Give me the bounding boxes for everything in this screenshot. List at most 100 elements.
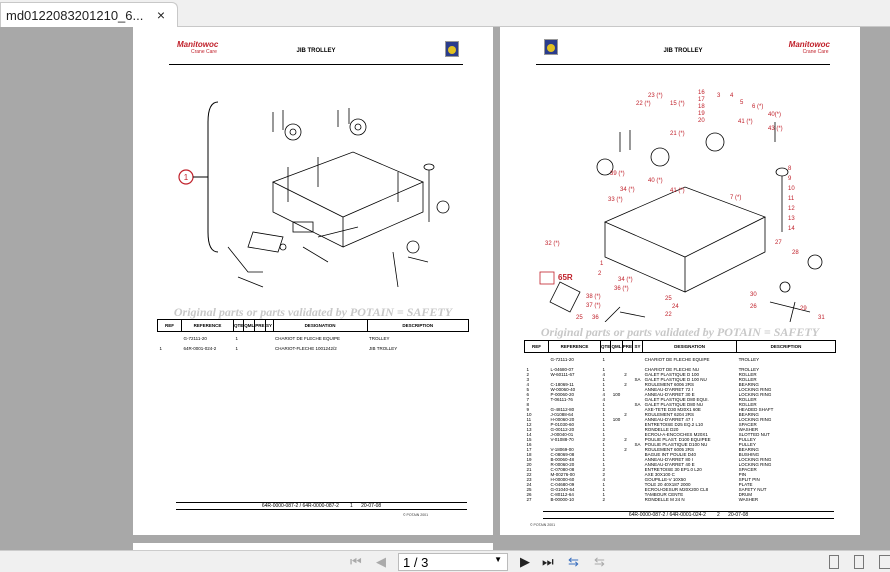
page-footer: 64R-0000-087-2 / 64R-0000-087-2 1 20-07-… bbox=[176, 502, 467, 510]
single-page-view-icon[interactable] bbox=[829, 555, 839, 569]
table-cell: 2 bbox=[602, 436, 606, 442]
go-back-view-icon[interactable]: ⇆ bbox=[568, 554, 579, 569]
table-cell: 1 bbox=[235, 345, 239, 351]
svg-text:10: 10 bbox=[788, 186, 795, 192]
svg-text:38 (*): 38 (*) bbox=[586, 294, 601, 300]
table-cell bbox=[244, 332, 255, 346]
table-cell: JIB TROLLEY bbox=[369, 345, 398, 351]
table-cell: 11 bbox=[526, 416, 532, 422]
table-cell: 21 bbox=[526, 466, 532, 472]
table-cell: GALET PLASTIQUE D 100 NU bbox=[644, 376, 707, 382]
table-cell bbox=[255, 332, 265, 346]
page-number-input[interactable]: 1 / 3▼ bbox=[398, 553, 508, 571]
table-cell: 1 bbox=[602, 376, 606, 382]
table-cell: ANNEAU-D'ARRET 72 I bbox=[644, 386, 693, 392]
table-cell: HEADED SHAFT bbox=[738, 406, 774, 412]
potain-badge-icon bbox=[445, 41, 459, 57]
two-page-view-icon[interactable] bbox=[879, 555, 890, 569]
close-tab-icon[interactable]: × bbox=[156, 7, 165, 23]
svg-text:2: 2 bbox=[598, 271, 602, 277]
table-cell: SLOTTED NUT bbox=[738, 431, 770, 437]
table-cell: B-00060-48 bbox=[550, 456, 575, 462]
table-cell: WASHER bbox=[738, 496, 759, 502]
table-cell: 1 bbox=[602, 486, 606, 492]
continuous-view-icon[interactable] bbox=[854, 555, 864, 569]
svg-text:40(*): 40(*) bbox=[768, 112, 781, 118]
table-cell: LOCKING RING bbox=[738, 386, 772, 392]
svg-text:43 (*): 43 (*) bbox=[768, 126, 783, 132]
last-page-icon[interactable]: ⏭ bbox=[542, 554, 554, 569]
table-cell: 1 bbox=[602, 491, 606, 497]
table-cell: J-00040-01 bbox=[550, 431, 574, 437]
table-cell: C-07080-08 bbox=[550, 466, 575, 472]
svg-text:7 (*): 7 (*) bbox=[730, 195, 741, 201]
table-cell: 2 bbox=[624, 436, 627, 442]
svg-text:14: 14 bbox=[788, 226, 795, 232]
document-tab[interactable]: md0122083201210_6...× bbox=[0, 2, 178, 28]
table-cell: 2 bbox=[602, 496, 606, 502]
label-65r: 65R bbox=[558, 273, 573, 282]
table-cell: SPLIT PIN bbox=[738, 476, 760, 482]
table-cell: LOCKING RING bbox=[738, 461, 772, 467]
table-cell: 1 bbox=[602, 386, 606, 392]
table-cell: 24 bbox=[526, 481, 532, 487]
svg-text:4: 4 bbox=[730, 93, 734, 99]
table-cell: 6 bbox=[526, 391, 530, 397]
table-cell: 1 bbox=[602, 381, 606, 387]
svg-text:41 (*): 41 (*) bbox=[738, 119, 753, 125]
first-page-icon[interactable]: ⏮ bbox=[350, 554, 362, 569]
table-row: 5 W-00060-40 1 ANNEAU-D'ARRET 72 I LOCKING R… bbox=[525, 387, 836, 392]
table-cell: 27 bbox=[526, 496, 532, 502]
table-cell bbox=[633, 497, 643, 502]
chevron-down-icon[interactable]: ▼ bbox=[494, 555, 502, 564]
table-cell bbox=[255, 346, 265, 351]
table-cell: PULLEY bbox=[738, 436, 756, 442]
table-cell bbox=[244, 346, 255, 351]
table-cell: ROLLER bbox=[738, 371, 757, 377]
table-cell: ANNEAU-D'ARRET 80 I bbox=[644, 456, 693, 462]
svg-text:1: 1 bbox=[600, 261, 604, 267]
previous-page-icon[interactable]: ◀ bbox=[376, 554, 386, 569]
table-cell bbox=[622, 353, 632, 367]
svg-text:30: 30 bbox=[750, 292, 757, 298]
table-cell: PULLEY bbox=[738, 441, 756, 447]
svg-text:37 (*): 37 (*) bbox=[586, 303, 601, 309]
svg-text:29: 29 bbox=[800, 306, 807, 312]
table-cell: SA bbox=[634, 376, 641, 382]
table-cell: BEARING bbox=[738, 446, 759, 452]
go-forward-view-icon[interactable]: ⇆ bbox=[594, 554, 605, 569]
table-cell: W-60111-67 bbox=[550, 371, 575, 377]
svg-text:25: 25 bbox=[665, 296, 672, 302]
page-3 bbox=[133, 543, 493, 550]
table-cell: 22 bbox=[526, 471, 532, 477]
table-cell: W-00060-40 bbox=[550, 386, 576, 392]
svg-text:21 (*): 21 (*) bbox=[670, 131, 685, 137]
table-cell: V-01088-70 bbox=[550, 436, 574, 442]
table-cell: 1 bbox=[602, 431, 606, 437]
table-cell: LOCKING RING bbox=[738, 416, 772, 422]
potain-badge-icon bbox=[544, 39, 558, 55]
table-cell: LOCKING RING bbox=[738, 456, 772, 462]
table-cell: 5 bbox=[526, 386, 530, 392]
table-cell: ANNEAU-D'ARRET 40 E bbox=[644, 461, 695, 467]
svg-text:39 (*): 39 (*) bbox=[610, 171, 625, 177]
next-page-icon[interactable]: ▶ bbox=[520, 554, 530, 569]
table-cell: 2 bbox=[624, 381, 627, 387]
table-cell: GALET PLASTIQUE D 100 bbox=[644, 371, 700, 377]
table-cell: 4 bbox=[602, 391, 606, 397]
table-cell: BEARING bbox=[738, 411, 759, 417]
